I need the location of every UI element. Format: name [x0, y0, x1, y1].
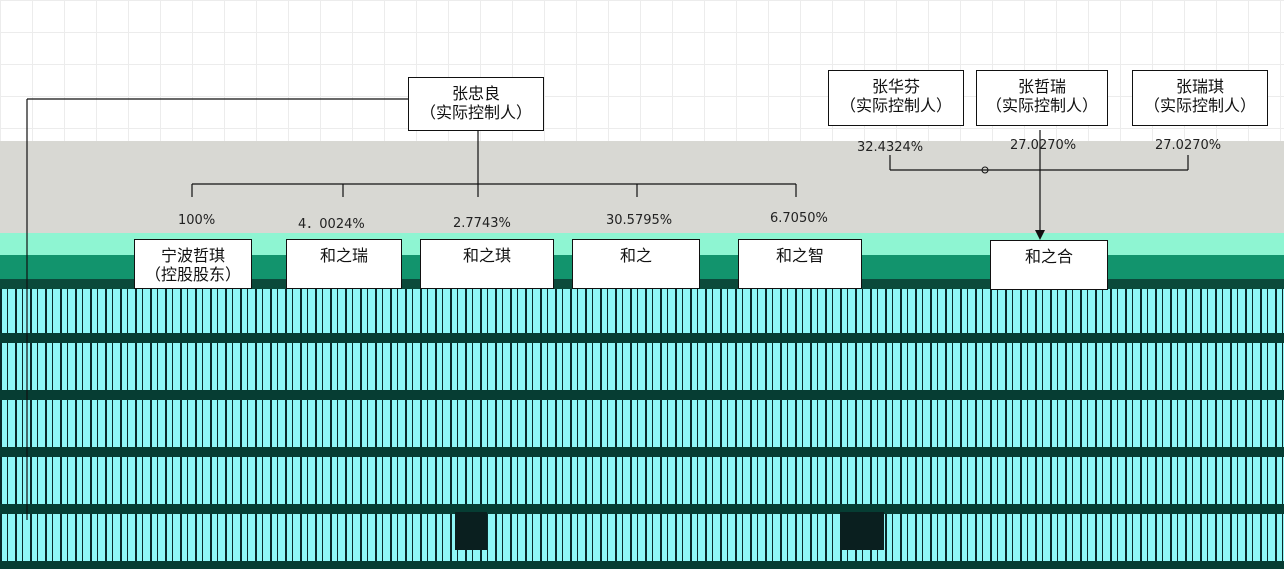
entity-hezhihe: 和之合 [990, 240, 1108, 290]
glitch-block [840, 512, 884, 550]
glitch-stripe [0, 447, 1284, 457]
node-role: （控股股东） [144, 265, 241, 284]
node-name: 和之智 [775, 246, 824, 265]
entity-hezhizhi: 和之智 [738, 239, 862, 289]
glitch-block [455, 512, 487, 550]
controller-zhang-zhongliang: 张忠良 （实际控制人） [408, 77, 544, 131]
pct-label: 27.0270% [1155, 138, 1222, 153]
pct-label: 4．0024% [298, 217, 365, 232]
node-name: 张哲瑞 [1017, 77, 1066, 96]
render-artifact-grey [0, 141, 1284, 236]
glitch-stripe [0, 390, 1284, 400]
entity-ningbo-zheqi: 宁波哲琪 （控股股东） [134, 239, 252, 289]
entity-hezhi: 和之 [572, 239, 700, 289]
node-name: 和之合 [1024, 247, 1073, 266]
pct-label: 6.7050% [770, 211, 828, 226]
node-role: （实际控制人） [419, 103, 532, 122]
node-role: （实际控制人） [839, 96, 952, 115]
node-name: 张瑞琪 [1175, 77, 1224, 96]
pct-label: 30.5795% [606, 213, 673, 228]
entity-hezhiqi: 和之琪 [420, 239, 554, 289]
glitch-stripe [0, 504, 1284, 514]
node-name: 宁波哲琪 [160, 246, 225, 265]
glitch-stripe [0, 333, 1284, 343]
node-name: 和之瑞 [319, 246, 368, 265]
entity-hezhirui: 和之瑞 [286, 239, 402, 289]
controller-zhang-ruiqi: 张瑞琪 （实际控制人） [1132, 70, 1268, 126]
node-name: 和之 [619, 246, 652, 265]
node-role: （实际控制人） [1143, 96, 1256, 115]
node-name: 和之琪 [462, 246, 511, 265]
pct-label: 100% [178, 213, 216, 228]
controller-zhang-zherui: 张哲瑞 （实际控制人） [976, 70, 1108, 126]
glitch-stripe [0, 561, 1284, 569]
pct-label: 2.7743% [453, 216, 511, 231]
pct-label: 27.0270% [1010, 138, 1077, 153]
node-name: 张忠良 [451, 84, 500, 103]
node-name: 张华芬 [871, 77, 920, 96]
pct-label: 32.4324% [857, 140, 924, 155]
node-role: （实际控制人） [985, 96, 1098, 115]
controller-zhang-huafen: 张华芬 （实际控制人） [828, 70, 964, 126]
